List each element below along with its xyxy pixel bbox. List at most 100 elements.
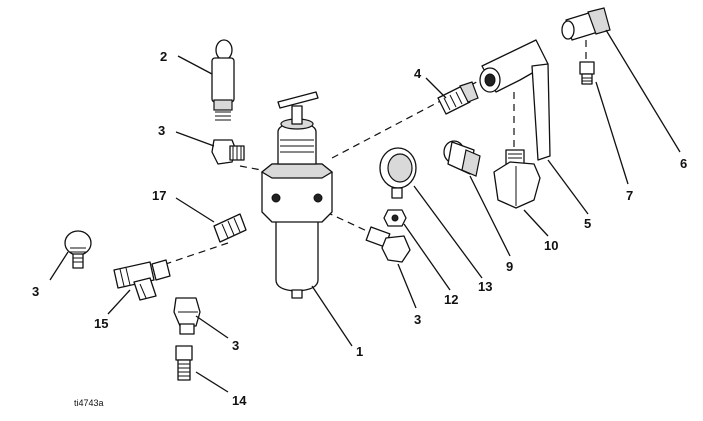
callout-10: 10 bbox=[544, 238, 558, 253]
relief-valve bbox=[211, 39, 235, 121]
leader-10 bbox=[523, 209, 549, 237]
figure-reference: ti4743a bbox=[74, 398, 104, 408]
plug-shank bbox=[581, 73, 593, 85]
elbow-lower-stub bbox=[179, 323, 195, 335]
elbow-left-thread bbox=[73, 257, 83, 263]
swivel-hex bbox=[493, 161, 541, 209]
elbow-left bbox=[64, 230, 92, 269]
leader-3d bbox=[397, 263, 417, 309]
quick-coupler bbox=[561, 7, 611, 41]
elbow-gauge-body bbox=[381, 235, 411, 263]
callout-5: 5 bbox=[584, 216, 591, 231]
bushing-bore bbox=[391, 214, 399, 222]
relief-valve-hex bbox=[213, 99, 233, 111]
adapter-thread bbox=[178, 363, 190, 377]
hex-nipple-thread bbox=[443, 91, 463, 111]
hex-nipple bbox=[437, 81, 479, 115]
leader-9 bbox=[469, 175, 511, 257]
tee-branch-thread bbox=[139, 283, 147, 299]
knob-stem bbox=[291, 105, 303, 125]
swivel-fitting bbox=[493, 149, 541, 209]
relief-valve-body bbox=[211, 57, 235, 103]
leader-1 bbox=[311, 285, 353, 347]
leader-lines bbox=[49, 29, 681, 393]
tee-fitting bbox=[113, 259, 171, 301]
hex-nipple-hex bbox=[459, 81, 479, 103]
callout-3-upper: 3 bbox=[158, 123, 165, 138]
pull-ring bbox=[215, 39, 233, 61]
elbow-left-hex bbox=[70, 247, 86, 253]
plug-hex bbox=[579, 61, 595, 75]
tee-outlet bbox=[151, 259, 171, 281]
swivel-thread bbox=[508, 153, 522, 159]
drain-nub bbox=[291, 289, 303, 299]
plug-thread bbox=[582, 77, 592, 82]
filter-bowl bbox=[275, 213, 319, 292]
leader-2 bbox=[177, 55, 213, 75]
elbow-gauge bbox=[365, 226, 411, 263]
adapter-hex bbox=[175, 345, 193, 361]
gauge-dial bbox=[387, 153, 413, 183]
pipe-nipple bbox=[213, 213, 247, 243]
elbow-upper bbox=[211, 139, 245, 165]
callout-1: 1 bbox=[356, 344, 363, 359]
knob-t-handle bbox=[277, 91, 319, 109]
callout-12: 12 bbox=[444, 292, 458, 307]
nipple-thread bbox=[221, 217, 241, 239]
callout-labels: 2 3 17 3 15 3 14 1 3 12 13 9 10 5 7 6 4 bbox=[32, 49, 687, 408]
hose-barb-hex bbox=[461, 149, 481, 177]
elbow-lower bbox=[173, 297, 201, 335]
nipple-body bbox=[213, 213, 247, 243]
leader-17 bbox=[175, 197, 215, 223]
callout-2: 2 bbox=[160, 49, 167, 64]
leader-13 bbox=[413, 185, 483, 279]
leader-4 bbox=[425, 77, 447, 99]
bonnet-ribs bbox=[280, 139, 314, 153]
adapter bbox=[175, 345, 193, 381]
callout-3-left: 3 bbox=[32, 284, 39, 299]
leader-14 bbox=[195, 371, 229, 393]
tee-branch bbox=[133, 277, 157, 301]
callout-6: 6 bbox=[680, 156, 687, 171]
callout-17: 17 bbox=[152, 188, 166, 203]
leader-3b bbox=[49, 251, 69, 281]
plug bbox=[579, 61, 595, 85]
coupler-face bbox=[561, 20, 575, 40]
valve-handle bbox=[531, 63, 551, 161]
leader-5 bbox=[547, 159, 589, 215]
adapter-shank bbox=[177, 359, 191, 381]
callout-3-gauge: 3 bbox=[414, 312, 421, 327]
leader-3a bbox=[175, 131, 215, 147]
valve-bore bbox=[484, 73, 496, 87]
leader-15 bbox=[107, 289, 131, 315]
callout-3-lower: 3 bbox=[232, 338, 239, 353]
hex-nipple-body bbox=[437, 85, 471, 115]
leader-12 bbox=[403, 223, 451, 291]
outlet-port bbox=[313, 193, 323, 203]
relief-valve-thread bbox=[215, 111, 231, 121]
callout-9: 9 bbox=[506, 259, 513, 274]
inlet-port bbox=[271, 193, 281, 203]
elbow-upper-thread bbox=[232, 146, 242, 160]
callout-15: 15 bbox=[94, 316, 108, 331]
tee-run-thread bbox=[119, 267, 131, 287]
coupler-hex bbox=[587, 7, 611, 35]
leader-3c bbox=[195, 315, 229, 339]
leader-6 bbox=[605, 29, 681, 153]
callout-14: 14 bbox=[232, 393, 247, 408]
bushing bbox=[383, 209, 407, 227]
elbow-left-body bbox=[64, 230, 92, 256]
elbow-left-stub bbox=[72, 253, 84, 269]
ball-valve bbox=[479, 39, 551, 161]
callout-13: 13 bbox=[478, 279, 492, 294]
filter-regulator bbox=[260, 91, 334, 299]
leader-7 bbox=[595, 81, 629, 185]
pressure-gauge bbox=[379, 147, 417, 199]
hose-barb bbox=[443, 140, 481, 177]
body-top-face bbox=[260, 163, 334, 179]
gauge-stem bbox=[391, 187, 403, 199]
callout-7: 7 bbox=[626, 188, 633, 203]
callout-4: 4 bbox=[414, 66, 422, 81]
